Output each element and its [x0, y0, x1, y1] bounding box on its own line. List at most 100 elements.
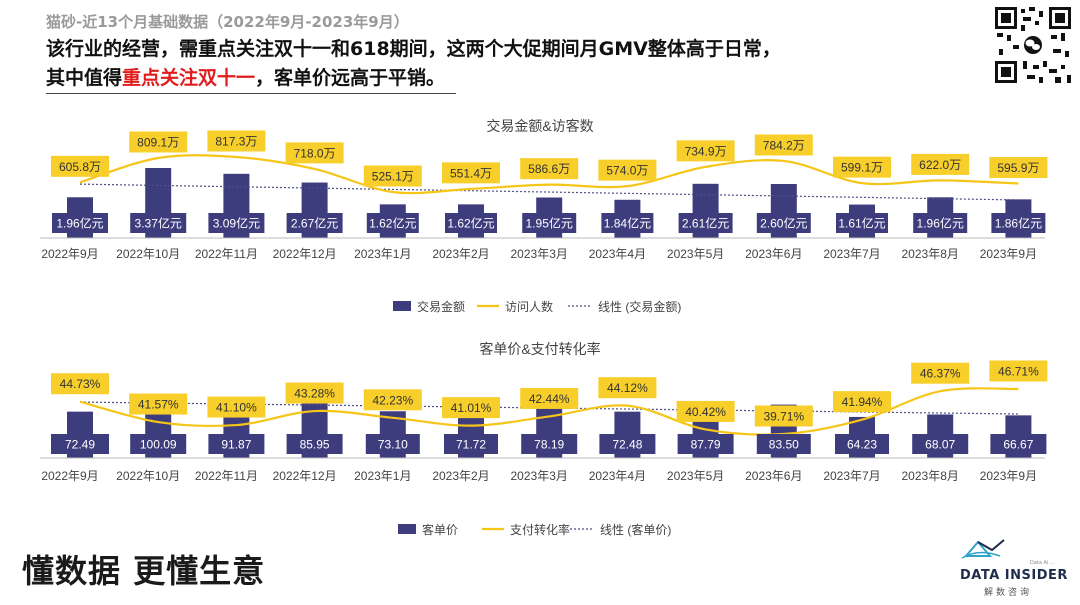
- x-tick-label: 2023年1月: [354, 247, 411, 261]
- x-tick-label: 2023年6月: [745, 247, 802, 261]
- x-tick-label: 2023年6月: [745, 469, 802, 483]
- x-tick-label: 2022年11月: [195, 469, 258, 483]
- bar-data-label: 2.61亿元: [682, 216, 729, 231]
- line-data-label: 44.73%: [60, 377, 101, 391]
- legend-label: 交易金额: [417, 299, 465, 314]
- bar-label-box: [51, 434, 109, 454]
- x-tick-label: 2023年5月: [667, 469, 724, 483]
- bar-label-box: [912, 434, 969, 454]
- line-label-box: [51, 373, 109, 395]
- x-tick-label: 2023年9月: [980, 247, 1037, 261]
- line-label-box: [754, 405, 813, 427]
- bar-label-box: [365, 434, 420, 454]
- x-tick-label: 2023年7月: [823, 247, 880, 261]
- bar-label-box: [286, 434, 343, 454]
- bar-data-label: 91.87: [221, 438, 251, 452]
- x-tick-label: 2022年9月: [41, 469, 98, 483]
- brand-subname: 解数咨询: [984, 588, 1033, 598]
- x-tick-label: 2023年4月: [589, 469, 646, 483]
- bar-label-box: [756, 434, 811, 454]
- x-tick-label: 2022年10月: [116, 469, 180, 483]
- legend-label: 访问人数: [505, 299, 553, 314]
- bar-data-label: 83.50: [769, 438, 799, 452]
- bar-label-box: [130, 213, 187, 233]
- x-tick-label: 2022年10月: [116, 247, 180, 261]
- line-data-label: 42.23%: [372, 393, 413, 407]
- line-label-box: [207, 130, 266, 152]
- bar-data-label: 1.62亿元: [369, 216, 416, 231]
- line-data-label: 718.0万: [294, 146, 336, 160]
- line-label-box: [676, 140, 735, 162]
- line-data-label: 525.1万: [372, 170, 414, 184]
- bar-data-label: 1.62亿元: [447, 216, 494, 231]
- bar-data-label: 72.48: [612, 438, 642, 452]
- line-data-label: 43.28%: [294, 387, 335, 401]
- bar-data-label: 73.10: [378, 438, 408, 452]
- trend-line: [79, 183, 1019, 201]
- bar-data-label: 1.86亿元: [995, 216, 1042, 231]
- line-data-label: 46.37%: [920, 367, 961, 381]
- headline-line-1: 该行业的经营，需重点关注双十一和618期间，这两个大促期间月GMV整体高于日常，: [46, 38, 781, 60]
- bar-label-box: [286, 213, 343, 233]
- bar-label-box: [208, 434, 265, 454]
- line-data-label: 41.10%: [216, 401, 257, 415]
- x-tick-label: 2023年3月: [511, 247, 568, 261]
- logo-tagline: Data Ai ...: [1030, 560, 1055, 566]
- line-label-box: [129, 131, 188, 153]
- headline-pre: 其中值得: [46, 67, 123, 89]
- bar-label-box: [599, 434, 656, 454]
- line-series: [79, 387, 1019, 436]
- line-data-label: 595.9万: [997, 161, 1039, 175]
- bar-data-label: 2.67亿元: [291, 216, 338, 231]
- bar-label-box: [445, 213, 497, 233]
- line-data-label: 605.8万: [59, 160, 101, 174]
- line-label-box: [833, 156, 891, 178]
- line-label-box: [911, 362, 970, 384]
- bar-data-label: 71.72: [456, 438, 486, 452]
- line-label-box: [285, 382, 344, 404]
- bar-label-box: [991, 213, 1046, 233]
- bar-label-box: [52, 213, 108, 233]
- qr-code-icon: [993, 5, 1073, 85]
- bar-data-label: 1.96亿元: [917, 216, 964, 231]
- line-data-label: 42.44%: [529, 392, 570, 406]
- x-tick-label: 2023年5月: [667, 247, 724, 261]
- line-label-box: [911, 153, 970, 175]
- bar-label-box: [522, 213, 577, 233]
- bar-data-label: 1.61亿元: [838, 216, 885, 231]
- line-data-label: 574.0万: [606, 164, 648, 178]
- bar-label-box: [756, 213, 811, 233]
- line-data-label: 599.1万: [841, 161, 883, 175]
- bar-label-box: [130, 434, 187, 454]
- x-tick-label: 2023年7月: [823, 469, 880, 483]
- line-series: [79, 154, 1019, 195]
- headline-highlight: 重点关注双十一: [122, 67, 256, 89]
- bar-data-label: 72.49: [65, 438, 95, 452]
- x-tick-label: 2023年9月: [980, 469, 1037, 483]
- bar-data-label: 78.19: [534, 438, 564, 452]
- line-label-box: [285, 142, 344, 164]
- bar-label-box: [208, 213, 265, 233]
- bar-data-label: 1.96亿元: [56, 216, 103, 231]
- legend-bar-swatch: [393, 301, 411, 311]
- x-tick-label: 2022年12月: [273, 247, 337, 261]
- bar-data-label: 87.79: [691, 438, 721, 452]
- line-label-box: [363, 165, 422, 187]
- line-data-label: 40.42%: [685, 405, 726, 419]
- line-label-box: [598, 377, 657, 399]
- x-tick-label: 2023年8月: [902, 469, 959, 483]
- bar-data-label: 1.84亿元: [604, 216, 651, 231]
- line-label-box: [207, 396, 266, 418]
- bar-label-box: [913, 213, 968, 233]
- legend-label: 线性 (客单价): [600, 522, 671, 537]
- bar-data-label: 68.07: [925, 438, 955, 452]
- bar-data-label: 85.95: [300, 438, 330, 452]
- line-label-box: [442, 162, 500, 184]
- line-label-box: [363, 389, 422, 411]
- line-data-label: 46.71%: [998, 365, 1039, 379]
- bar-data-label: 2.60亿元: [760, 216, 807, 231]
- bar-data-label: 66.67: [1003, 438, 1033, 452]
- bar-label-box: [990, 434, 1047, 454]
- x-tick-label: 2022年12月: [273, 469, 337, 483]
- line-data-label: 41.01%: [451, 401, 492, 415]
